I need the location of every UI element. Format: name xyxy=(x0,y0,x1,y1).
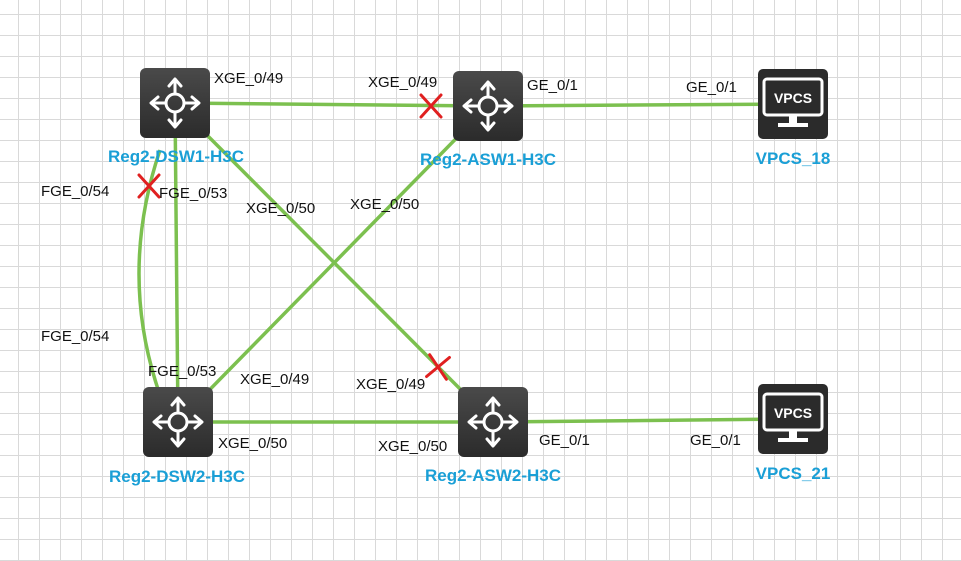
links-layer xyxy=(137,101,794,424)
link-dsw1-asw1[interactable] xyxy=(174,101,489,108)
device-label-asw2: Reg2-ASW2-H3C xyxy=(424,466,562,485)
port-label-dsw2-fge53: FGE_0/53 xyxy=(148,363,217,380)
blocked-marks-layer xyxy=(137,93,451,381)
port-label-asw2-xge49: XGE_0/49 xyxy=(356,376,426,393)
link-asw1-dsw2[interactable] xyxy=(176,104,490,424)
port-label-vpcs18-ge1: GE_0/1 xyxy=(686,79,737,96)
link-dsw1-dsw2-fge53[interactable] xyxy=(173,102,180,423)
device-label-asw1: Reg2-ASW1-H3C xyxy=(419,150,557,169)
port-label-dsw1-fge54: FGE_0/54 xyxy=(41,183,110,200)
device-label-dsw1: Reg2-DSW1-H3C xyxy=(107,147,245,166)
port-label-asw1-xge49: XGE_0/49 xyxy=(368,74,438,91)
port-label-asw1-ge1: GE_0/1 xyxy=(527,77,578,94)
port-label-dsw2-fge54: FGE_0/54 xyxy=(41,328,110,345)
link-asw1-vpcs18[interactable] xyxy=(487,102,794,108)
port-label-asw2-xge50: XGE_0/50 xyxy=(378,438,448,455)
port-label-dsw2-xge49: XGE_0/49 xyxy=(240,371,310,388)
svg-text:VPCS: VPCS xyxy=(774,90,812,106)
device-vpcs-21[interactable]: VPCS xyxy=(758,384,828,454)
device-reg2-dsw1[interactable] xyxy=(140,68,210,138)
device-reg2-asw1[interactable] xyxy=(453,71,523,141)
switch-router-icon xyxy=(453,71,523,141)
vpcs-monitor-icon: VPCS xyxy=(758,69,828,139)
device-label-vpcs18: VPCS_18 xyxy=(755,149,831,168)
port-label-vpcs21-ge1: GE_0/1 xyxy=(690,432,741,449)
blocked-port-x-icon xyxy=(419,93,443,119)
port-label-dsw2-xge50: XGE_0/50 xyxy=(218,435,288,452)
port-label-dsw1-fge53: FGE_0/53 xyxy=(159,185,228,202)
link-dsw1-dsw2-fge54[interactable] xyxy=(137,149,162,396)
switch-router-icon xyxy=(458,387,528,457)
port-label-dsw1-xge49: XGE_0/49 xyxy=(214,70,284,87)
vpcs-monitor-icon: VPCS xyxy=(758,384,828,454)
device-reg2-dsw2[interactable] xyxy=(143,387,213,457)
device-label-dsw2: Reg2-DSW2-H3C xyxy=(108,467,246,486)
device-reg2-asw2[interactable] xyxy=(458,387,528,457)
device-vpcs-18[interactable]: VPCS xyxy=(758,69,828,139)
port-label-dsw1-xge50: XGE_0/50 xyxy=(246,200,316,217)
blocked-port-x-icon xyxy=(425,353,451,381)
svg-text:VPCS: VPCS xyxy=(774,405,812,421)
port-label-asw2-ge1: GE_0/1 xyxy=(539,432,590,449)
blocked-port-x-icon xyxy=(137,173,161,199)
device-label-vpcs21: VPCS_21 xyxy=(755,464,831,483)
link-asw2-vpcs21[interactable] xyxy=(492,417,794,424)
port-label-asw1-xge50: XGE_0/50 xyxy=(350,196,420,213)
switch-router-icon xyxy=(143,387,213,457)
switch-router-icon xyxy=(140,68,210,138)
